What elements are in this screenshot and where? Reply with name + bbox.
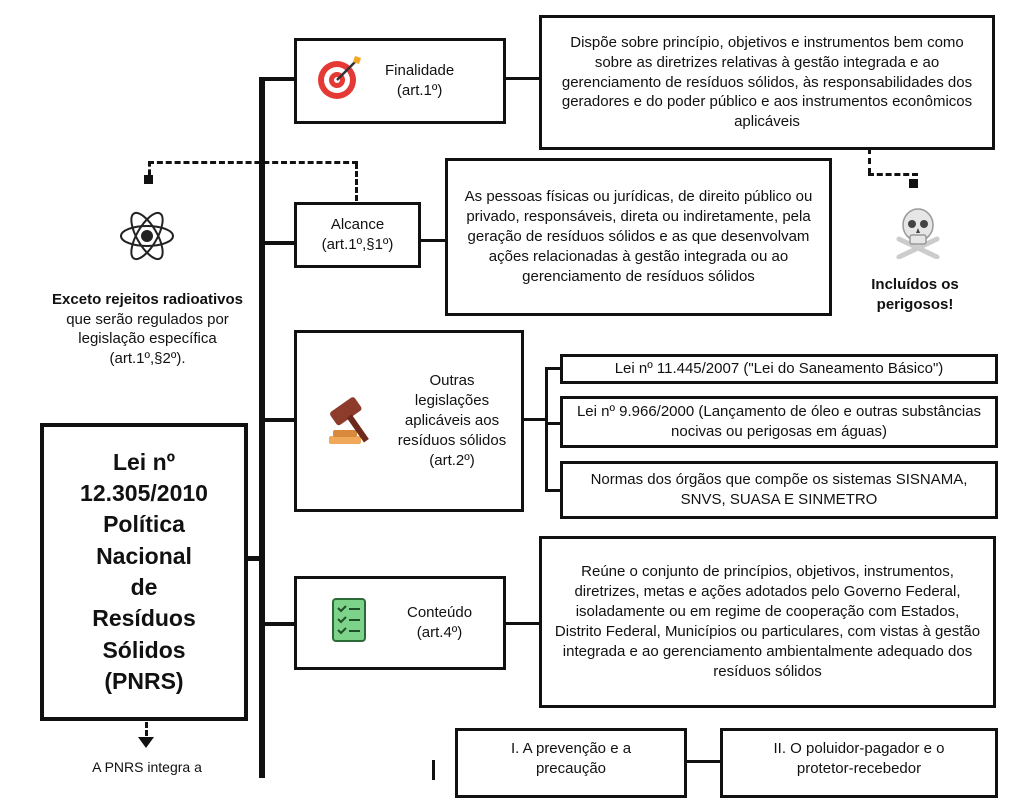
- bracket-tick-3: [545, 489, 561, 492]
- conteudo-description-box: Reúne o conjunto de princípios, objetivo…: [539, 536, 996, 708]
- arrow-down-icon: [138, 736, 154, 754]
- alcance-article: (art.1º,§1º): [321, 236, 394, 253]
- principle-1-text: I. A prevenção e a precaução: [510, 740, 632, 777]
- principle-1-box: I. A prevenção e a precaução: [455, 728, 687, 798]
- outras-box: Outras legislações aplicáveis aos resídu…: [294, 330, 524, 512]
- alcance-description-box: As pessoas físicas ou jurídicas, de dire…: [445, 158, 832, 316]
- alcance-description: As pessoas físicas ou jurídicas, de dire…: [464, 188, 813, 285]
- dashed-alcance-up: [355, 163, 358, 201]
- outras-labels: Outras legislações aplicáveis aos resídu…: [397, 371, 507, 471]
- conteudo-box: Conteúdo (art.4º): [294, 576, 506, 670]
- checklist-icon: [327, 597, 373, 649]
- outras-item-1: Lei nº 11.445/2007 ("Lei do Saneamento B…: [560, 354, 998, 384]
- connector-conteudo: [505, 622, 541, 625]
- hazard-note: Incluídos os perigosos!: [871, 276, 959, 313]
- bottom-note: A PNRS integra a: [92, 759, 202, 775]
- conteudo-description: Reúne o conjunto de princípios, objetivo…: [554, 563, 981, 680]
- dashed-hazard-across: [868, 173, 918, 176]
- alcance-label: Alcance: [330, 216, 385, 234]
- bracket-outras: [545, 368, 548, 491]
- outras-item-1-text: Lei nº 11.445/2007 ("Lei do Saneamento B…: [614, 360, 944, 378]
- target-icon: [315, 54, 363, 108]
- dashed-alcance-across: [148, 161, 358, 164]
- outras-item-2: Lei nº 9.966/2000 (Lançamento de óleo e …: [560, 396, 998, 448]
- principles-stub-left: [432, 760, 435, 780]
- dashed-exclusion-down: [148, 161, 151, 175]
- exclusion-rest: que serão regulados por legislação espec…: [66, 310, 229, 367]
- branch-finalidade: [259, 77, 295, 81]
- bracket-tick-1: [545, 367, 561, 370]
- conteudo-label: Conteúdo: [407, 604, 473, 622]
- outras-item-2-text: Lei nº 9.966/2000 (Lançamento de óleo e …: [576, 403, 982, 440]
- exclusion-note: Exceto rejeitos radioativos que serão re…: [50, 290, 245, 368]
- dashed-title-down: [145, 722, 148, 744]
- exclusion-bold: Exceto rejeitos radioativos: [52, 291, 243, 308]
- finalidade-box: Finalidade (art.1º): [294, 38, 506, 124]
- dashed-end-marker: [144, 175, 153, 184]
- hazard-end-marker: [909, 179, 918, 188]
- finalidade-description-box: Dispõe sobre princípio, objetivos e inst…: [539, 15, 995, 150]
- principles-connector: [686, 760, 722, 763]
- main-title: Lei nº 12.305/2010 Política Nacional de …: [40, 423, 248, 721]
- skull-crossbones-icon: [893, 205, 943, 264]
- principle-2-box: II. O poluidor-pagador e o protetor-rece…: [720, 728, 998, 798]
- atom-icon: [118, 207, 176, 270]
- bracket-tick-2: [545, 422, 561, 425]
- finalidade-labels: Finalidade (art.1º): [385, 61, 454, 101]
- gavel-icon: [321, 388, 381, 454]
- conteudo-article: (art.4º): [416, 624, 463, 641]
- conteudo-labels: Conteúdo (art.4º): [407, 603, 472, 643]
- finalidade-label: Finalidade: [385, 62, 455, 80]
- alcance-box: Alcance (art.1º,§1º): [294, 202, 421, 268]
- outras-item-3: Normas dos órgãos que compõe os sistemas…: [560, 461, 998, 519]
- branch-alcance: [259, 241, 295, 245]
- principle-2-text: II. O poluidor-pagador e o protetor-rece…: [773, 740, 945, 777]
- connector-finalidade: [505, 77, 541, 80]
- branch-outras: [259, 418, 295, 422]
- outras-item-3-text: Normas dos órgãos que compõe os sistemas…: [590, 471, 968, 508]
- branch-conteudo: [259, 622, 295, 626]
- spine-to-title: [248, 556, 260, 561]
- main-spine: [259, 78, 265, 778]
- outras-article: (art.2º): [429, 451, 475, 469]
- dashed-hazard-down: [868, 148, 871, 174]
- finalidade-article: (art.1º): [396, 82, 443, 99]
- finalidade-description: Dispõe sobre princípio, objetivos e inst…: [561, 33, 973, 131]
- connector-outras: [523, 418, 547, 421]
- connector-alcance: [420, 239, 446, 242]
- outras-label: Outras legislações aplicáveis aos resídu…: [397, 372, 507, 449]
